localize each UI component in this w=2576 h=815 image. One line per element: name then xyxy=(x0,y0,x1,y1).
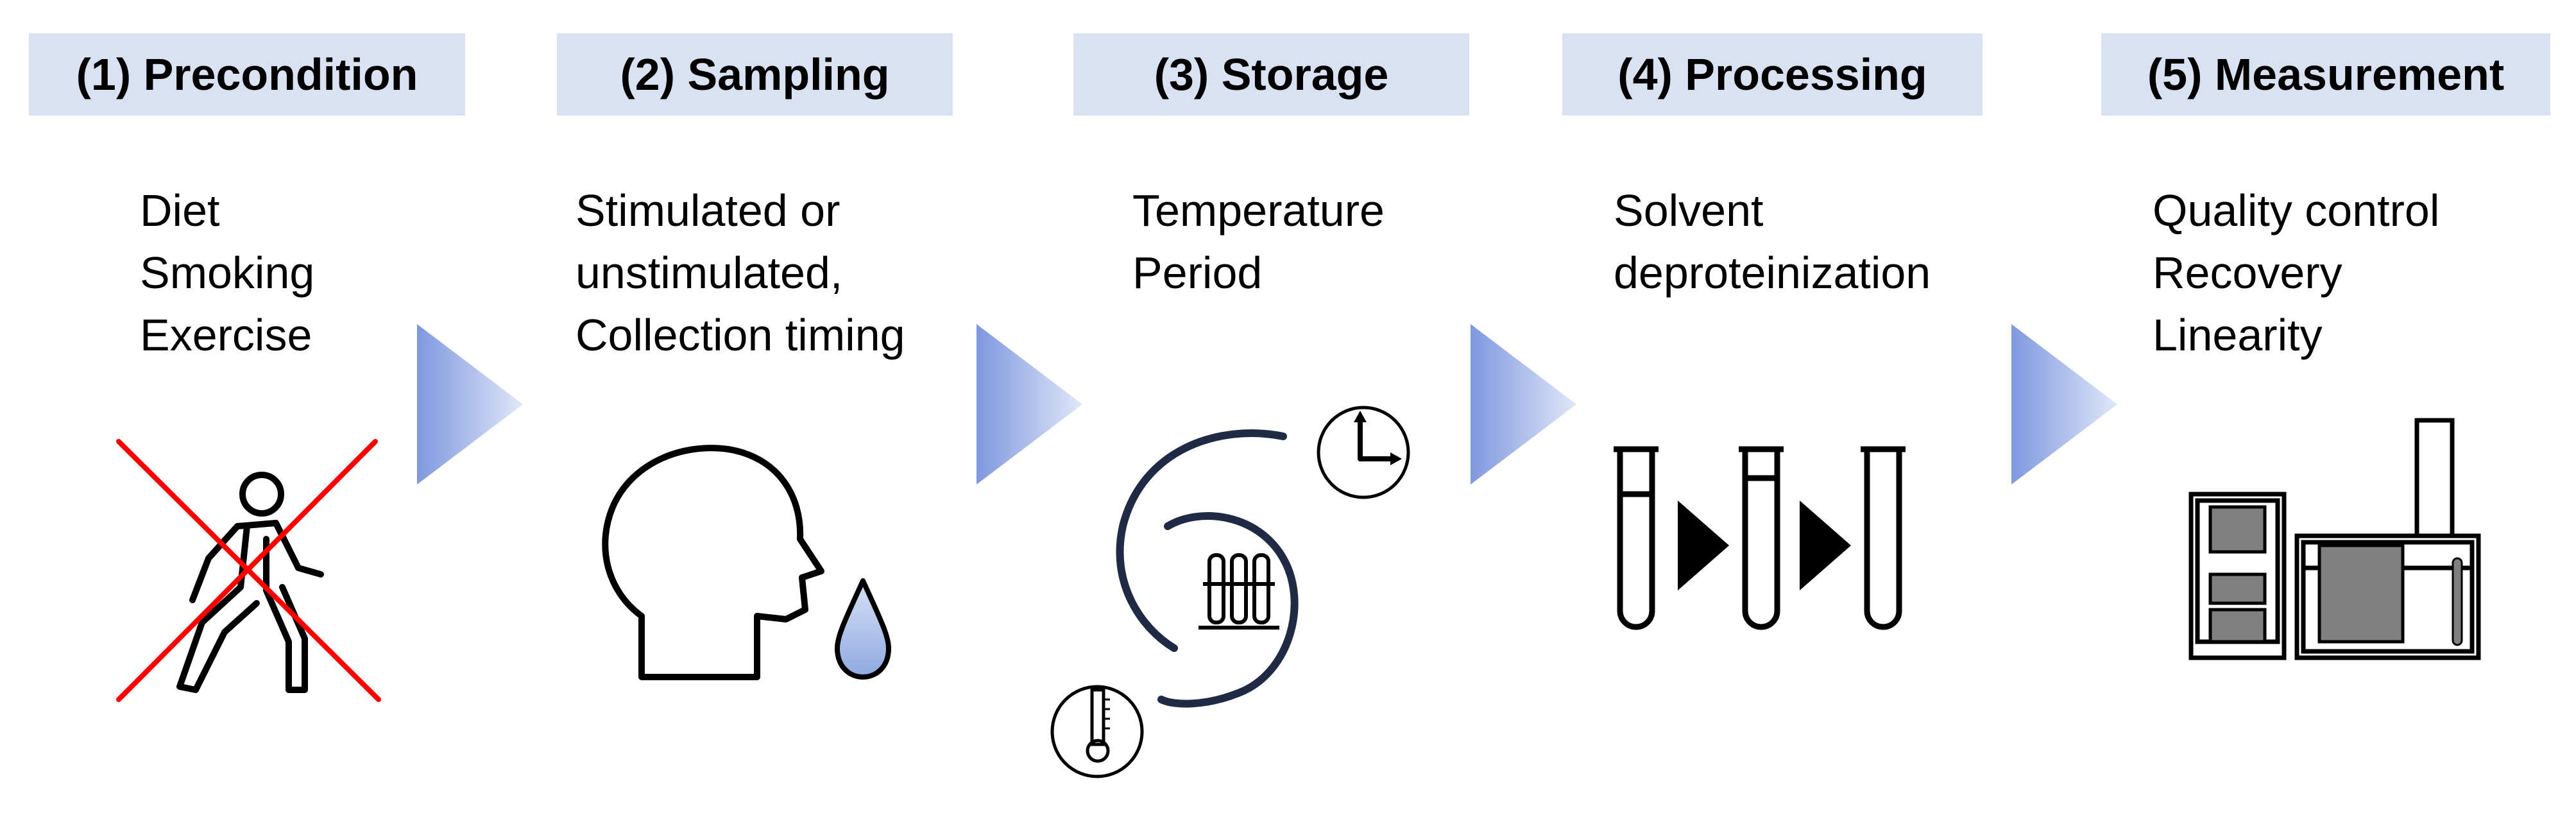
stage-1-line-3: Exercise xyxy=(140,310,312,360)
stage-1-header: (1) Precondition xyxy=(29,33,465,116)
stage-2-title: (2) Sampling xyxy=(620,49,890,99)
storage-cycle-icon xyxy=(1050,406,1410,778)
stage-4-header: (4) Processing xyxy=(1562,33,1983,116)
stage-5-header: (5) Measurement xyxy=(2101,33,2550,116)
stage-4-title: (4) Processing xyxy=(1617,49,1927,99)
stage-1-details: Diet Smoking Exercise xyxy=(140,180,314,366)
thermometer-icon xyxy=(1050,685,1144,778)
walking-person-crossed-icon xyxy=(116,439,381,702)
stage-1-title: (1) Precondition xyxy=(76,49,418,99)
stage-3-line-1: Temperature xyxy=(1132,185,1385,236)
stage-1-line-2: Smoking xyxy=(140,248,315,298)
clock-icon xyxy=(1317,406,1410,499)
stage-3-title: (3) Storage xyxy=(1154,49,1389,99)
stage-5-line-3: Linearity xyxy=(2153,310,2323,360)
stage-2-header: (2) Sampling xyxy=(557,33,953,116)
stage-5-title: (5) Measurement xyxy=(2147,49,2505,99)
stage-2-line-1: Stimulated or xyxy=(576,185,840,236)
stage-3-details: Temperature Period xyxy=(1132,180,1385,304)
arrow-1-icon xyxy=(417,324,523,485)
arrow-4-icon xyxy=(2011,324,2117,485)
arrow-2-icon xyxy=(977,324,1082,485)
stage-3-line-2: Period xyxy=(1132,248,1263,298)
test-tubes-sequence-icon xyxy=(1614,446,1906,630)
stage-3-header: (3) Storage xyxy=(1073,33,1469,116)
stage-2-line-3: Collection timing xyxy=(576,310,905,360)
stage-2-line-2: unstimulated, xyxy=(576,248,843,298)
stage-1-line-1: Diet xyxy=(140,185,220,236)
stage-5-details: Quality control Recovery Linearity xyxy=(2153,180,2439,366)
stage-4-line-1: Solvent xyxy=(1614,185,1764,236)
stage-5-line-2: Recovery xyxy=(2153,248,2342,298)
head-with-drop-icon xyxy=(602,445,891,680)
stage-4-line-2: deproteinization xyxy=(1614,248,1931,298)
arrow-3-icon xyxy=(1471,324,1576,485)
test-tube-rack-icon xyxy=(1198,553,1279,630)
stage-5-line-1: Quality control xyxy=(2153,185,2440,236)
stage-2-details: Stimulated or unstimulated, Collection t… xyxy=(576,180,905,366)
stage-4-details: Solvent deproteinization xyxy=(1614,180,1931,304)
analyzer-instrument-icon xyxy=(2188,418,2481,660)
